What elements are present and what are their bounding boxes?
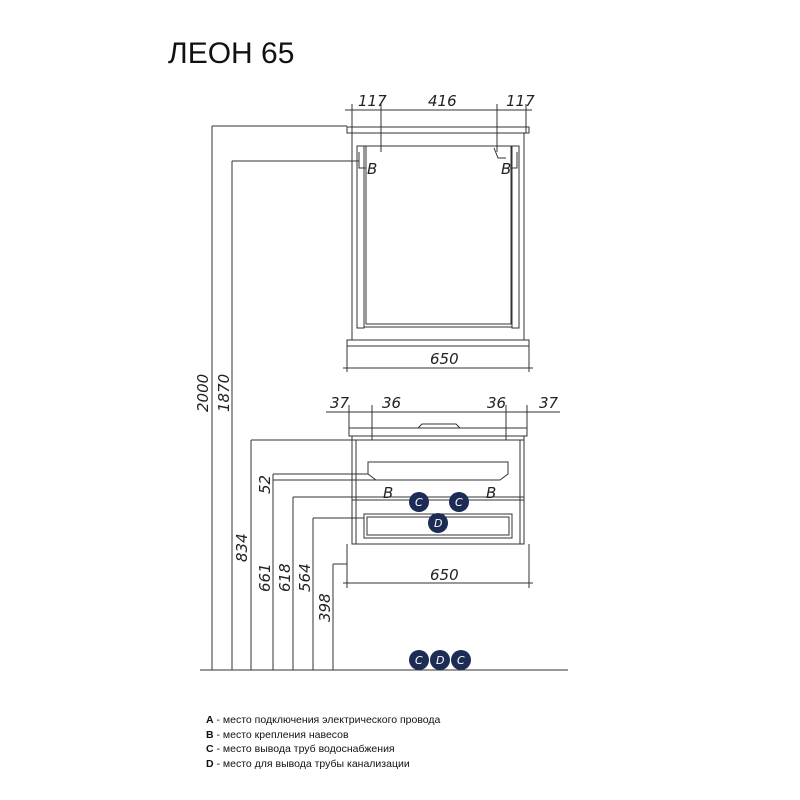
height-label-834: 834 (233, 533, 251, 562)
cabinet-width-label: 650 (430, 566, 459, 584)
floor-badge-c-right: C (451, 650, 471, 670)
cabinet-dim-2: 36 (382, 394, 401, 412)
legend-item-b: B - место крепления навесов (206, 728, 349, 741)
mirror-width-dimension (343, 346, 533, 372)
cabinet-hanger-right-label: B (486, 484, 496, 502)
height-label-618: 618 (276, 563, 294, 592)
height-label-52: 52 (256, 475, 274, 494)
cabinet-dim-3: 36 (487, 394, 506, 412)
mirror-hanger-left-label: B (367, 160, 377, 178)
height-label-564: 564 (296, 563, 314, 592)
height-label-398: 398 (316, 593, 334, 622)
svg-text:C: C (455, 496, 463, 509)
svg-text:C: C (415, 654, 423, 667)
cabinet-drain-badge: D (428, 513, 448, 533)
legend-item-d: D - место для вывода трубы канализации (206, 757, 410, 770)
product-title: ЛЕОН 65 (168, 37, 294, 70)
mirror-dim-right: 117 (506, 92, 535, 110)
mirror-dim-left: 117 (358, 92, 387, 110)
mirror-dim-center: 416 (428, 92, 457, 110)
height-label-661: 661 (256, 563, 274, 592)
cabinet-top-dimension (326, 405, 560, 440)
mirror-top-dimension (345, 104, 532, 152)
cabinet-dim-4: 37 (539, 394, 559, 412)
floor-badge-c-left: C (409, 650, 429, 670)
height-label-1870: 1870 (215, 374, 233, 412)
cabinet-dim-1: 37 (330, 394, 350, 412)
cabinet-water-right-badge: C (449, 492, 469, 512)
svg-text:C: C (415, 496, 423, 509)
legend-item-c: C - место вывода труб водоснабжения (206, 743, 395, 755)
mirror-outline (346, 126, 530, 347)
cabinet-width-dimension (343, 544, 533, 588)
cabinet-hanger-left-label: B (383, 484, 393, 502)
svg-text:D: D (434, 517, 442, 530)
legend-item-a: A - место подключения электрического про… (206, 714, 441, 726)
legend: A - место подключения электрического про… (206, 713, 440, 771)
cabinet-water-left-badge: C (409, 492, 429, 512)
svg-text:C: C (457, 654, 465, 667)
mirror-width-label: 650 (430, 350, 459, 368)
height-dimension-lines (211, 125, 376, 670)
mirror-hanger-right-label: B (501, 160, 511, 178)
floor-badge-d: D (430, 650, 450, 670)
height-label-2000: 2000 (194, 374, 212, 412)
svg-text:D: D (436, 654, 444, 667)
